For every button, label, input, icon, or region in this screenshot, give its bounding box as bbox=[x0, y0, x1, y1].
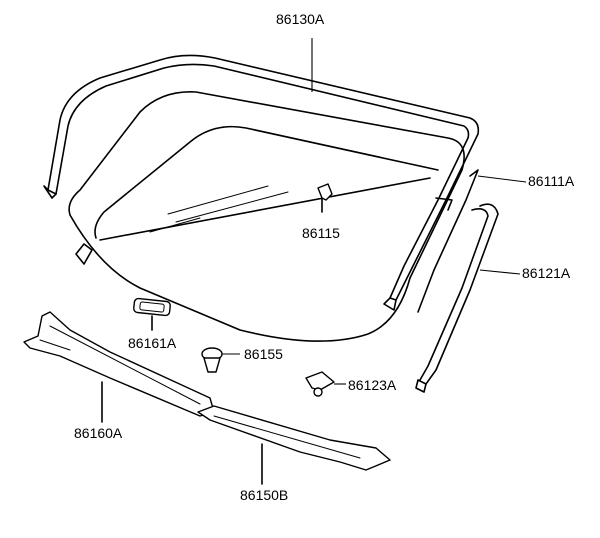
label-86111A: 86111A bbox=[528, 173, 575, 189]
cowl-86160A bbox=[23, 311, 215, 423]
label-86123A: 86123A bbox=[348, 377, 397, 393]
label-86160A: 86160A bbox=[74, 425, 123, 441]
moulding-86111A bbox=[417, 169, 479, 313]
label-86161A: 86161A bbox=[128, 335, 177, 351]
windshield-glass bbox=[68, 91, 465, 342]
label-86130A: 86130A bbox=[276, 11, 325, 27]
pad-86161A bbox=[133, 297, 171, 331]
leader-lines bbox=[311, 38, 527, 275]
label-86121A: 86121A bbox=[522, 265, 571, 281]
label-86150B: 86150B bbox=[240, 487, 288, 503]
retainer-86155 bbox=[201, 347, 240, 373]
clip-86123A bbox=[305, 371, 346, 397]
label-86115: 86115 bbox=[302, 225, 340, 241]
leader-86121A bbox=[479, 269, 521, 275]
clip-86115 bbox=[317, 183, 333, 213]
moulding-86130A bbox=[43, 54, 480, 311]
cowl-86150B bbox=[197, 405, 391, 485]
strip-86121A bbox=[415, 203, 499, 393]
label-86155: 86155 bbox=[244, 346, 283, 362]
leader-86111A bbox=[477, 175, 527, 183]
